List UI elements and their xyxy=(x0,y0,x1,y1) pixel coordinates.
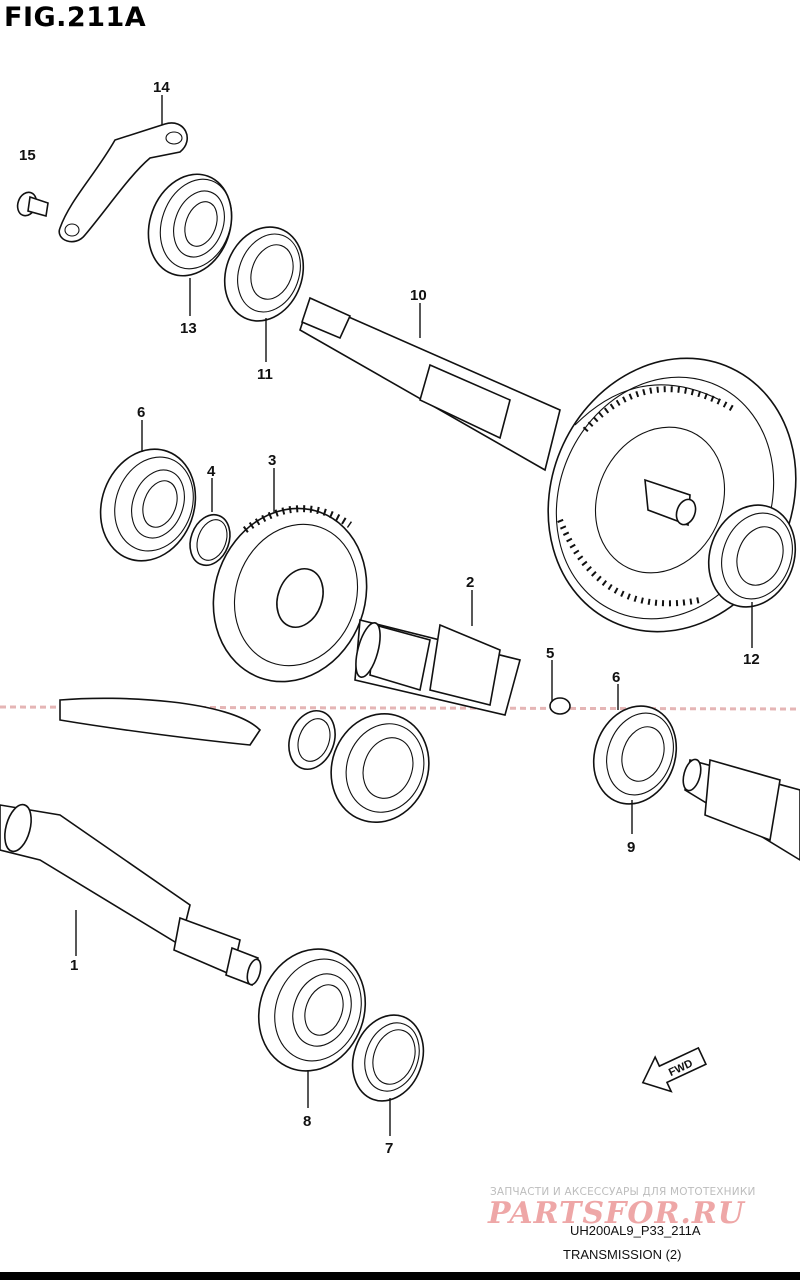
part-3-gear xyxy=(212,505,368,683)
callout-12: 12 xyxy=(743,651,760,668)
watermark-tagline: ЗАПЧАСТИ И АКСЕССУАРЫ ДЛЯ МОТОТЕХНИКИ xyxy=(490,1186,756,1198)
part-4-circlip xyxy=(189,513,231,567)
callout-5: 5 xyxy=(546,645,554,662)
callout-11: 11 xyxy=(257,366,273,383)
section-title: TRANSMISSION (2) xyxy=(563,1247,682,1262)
callout-6b: 6 xyxy=(612,669,620,686)
part-callouts: 1 2 3 4 5 6 6 7 8 9 10 11 12 13 14 15 xyxy=(19,79,760,1157)
part-13-bearing xyxy=(147,173,233,277)
callout-15: 15 xyxy=(19,147,36,164)
part-12-bearing xyxy=(707,504,797,608)
callout-13: 13 xyxy=(180,320,197,337)
middle-gear-bearing xyxy=(59,697,430,824)
callout-14: 14 xyxy=(153,79,170,96)
callout-6a: 6 xyxy=(137,404,145,421)
part-6-bearing-lower xyxy=(592,705,678,805)
fwd-arrow-icon: FWD xyxy=(641,1046,708,1093)
part-9-shaft-gear xyxy=(682,758,800,861)
part-1-main-shaft xyxy=(0,803,262,987)
part-7-oil-seal xyxy=(351,1014,425,1102)
part-14-bracket xyxy=(58,122,189,243)
callout-2: 2 xyxy=(466,574,474,591)
model-code: UH200AL9_P33_211A xyxy=(570,1223,701,1238)
figure-title: FIG.211A xyxy=(4,2,147,33)
callout-7: 7 xyxy=(385,1140,393,1157)
callout-9: 9 xyxy=(627,839,635,856)
part-11-bearing xyxy=(223,226,305,322)
part-5-washer xyxy=(549,697,571,715)
callout-1: 1 xyxy=(70,957,78,974)
part-15-screw xyxy=(16,191,49,218)
leader-lines xyxy=(75,95,753,1136)
callout-8: 8 xyxy=(303,1113,311,1130)
bottom-bar xyxy=(0,1272,800,1280)
part-8-bearing xyxy=(257,948,367,1072)
callout-10: 10 xyxy=(410,287,427,304)
watermark-logo: PARTSFOR.RU xyxy=(488,1196,745,1231)
part-6-bearing-upper xyxy=(99,448,197,562)
callout-4: 4 xyxy=(207,463,216,480)
part-10-shaft-gear xyxy=(299,296,797,633)
callout-3: 3 xyxy=(268,452,276,469)
part-2-gear xyxy=(354,618,521,716)
